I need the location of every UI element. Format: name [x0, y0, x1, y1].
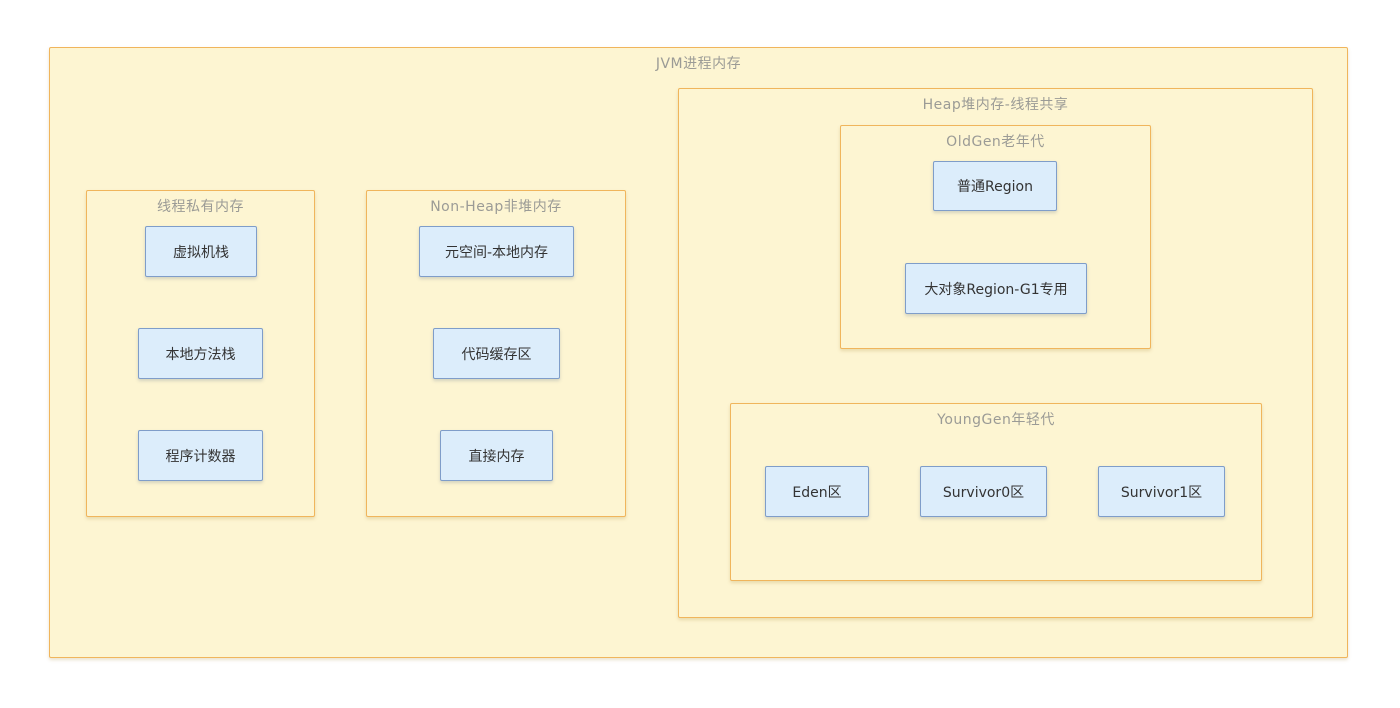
group-heap-memory-shared-title: Heap堆内存-线程共享	[922, 97, 1069, 113]
node-metaspace-native-memory: 元空间-本地内存	[419, 226, 574, 277]
node-survivor1-space: Survivor1区	[1098, 466, 1225, 517]
node-vm-stack: 虚拟机栈	[145, 226, 257, 277]
group-old-gen-title: OldGen老年代	[946, 134, 1045, 150]
node-native-method-stack: 本地方法栈	[138, 328, 263, 379]
group-old-gen: OldGen老年代	[840, 125, 1151, 349]
node-humongous-region-g1: 大对象Region-G1专用	[905, 263, 1087, 314]
group-thread-private-memory-title: 线程私有内存	[157, 199, 244, 215]
node-program-counter: 程序计数器	[138, 430, 263, 481]
group-non-heap-memory-title: Non-Heap非堆内存	[430, 199, 562, 215]
node-survivor0-space: Survivor0区	[920, 466, 1047, 517]
node-code-cache: 代码缓存区	[433, 328, 560, 379]
node-normal-region: 普通Region	[933, 161, 1057, 211]
node-direct-memory: 直接内存	[440, 430, 553, 481]
node-eden-space: Eden区	[765, 466, 869, 517]
group-jvm-process-memory-title: JVM进程内存	[655, 56, 742, 72]
group-young-gen-title: YoungGen年轻代	[937, 412, 1055, 428]
